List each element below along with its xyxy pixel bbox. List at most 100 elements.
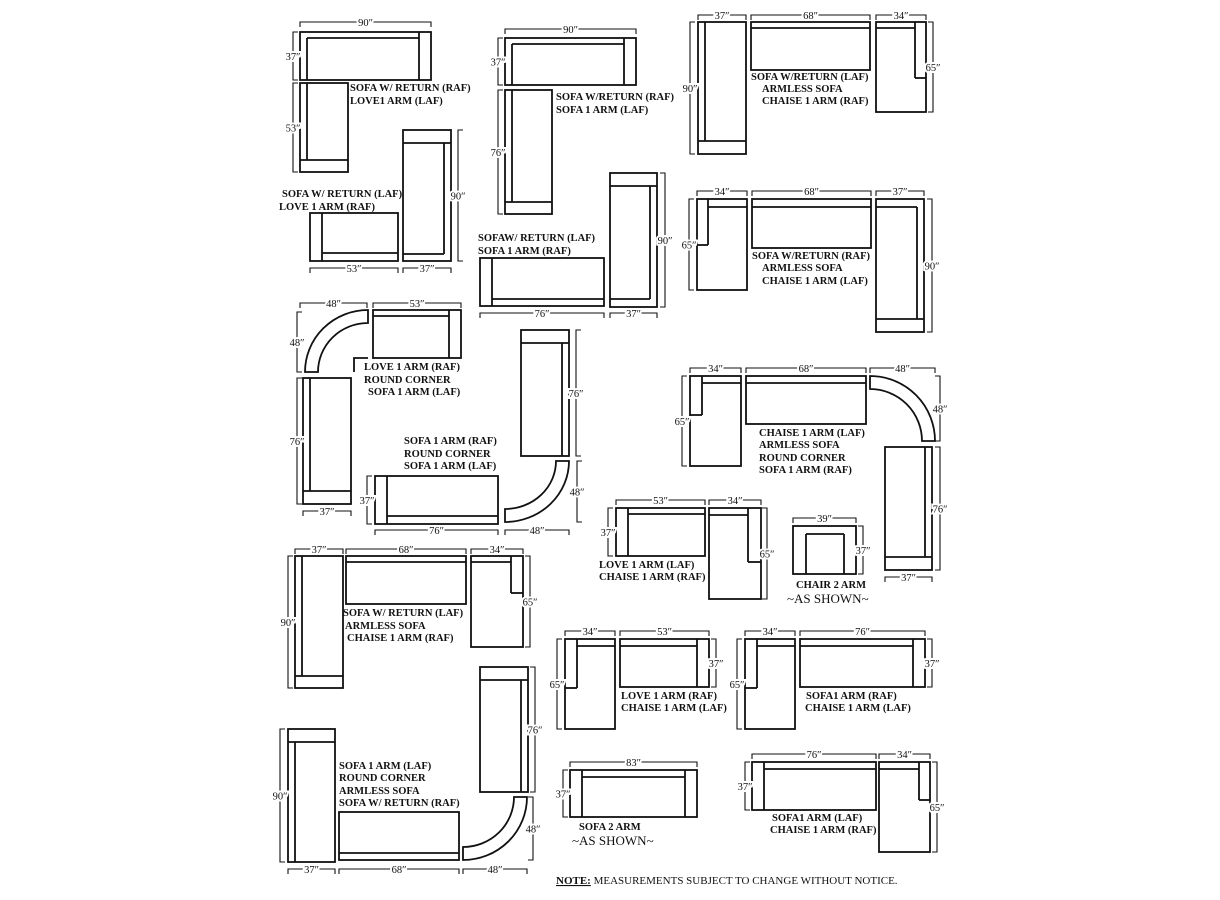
dimension-line: 76″ [489,89,507,215]
dimension-label: 68″ [392,865,407,876]
configuration-label: SOFAW/ RETURN (LAF) [478,233,596,244]
sofa-piece-outline [697,21,747,155]
dimension-label: 48″ [530,526,545,537]
dimension-bracket [708,499,762,505]
sofa-piece-outline [302,377,352,505]
dimension-line: 53″ [372,297,462,312]
dimension-line: 37″ [402,262,452,277]
dimension-bracket [309,267,399,273]
dimension-line: 76″ [567,329,585,457]
dimension-label: 37″ [320,507,335,518]
disclaimer-note: NOTE: MEASUREMENTS SUBJECT TO CHANGE WIT… [556,875,898,887]
dimension-label: 76″ [569,389,584,400]
sofa-piece-outline [875,21,927,113]
dimension-label: 37″ [360,496,375,507]
dimension-line: 90″ [299,16,432,31]
dimension-label: 37″ [901,573,916,584]
dimension-bracket [858,525,864,575]
sofa-piece-outline [479,257,605,307]
dimension-bracket [569,761,698,767]
configuration-label: SOFA W/ RETURN (LAF) [343,608,464,619]
configuration-return-armless-chaise-laf: 34″68″37″65″90″SOFA W/RETURN (RAF)ARMLES… [680,185,941,333]
dimension-label: 90″ [925,262,940,273]
dimension-label: 90″ [358,18,373,29]
dimension-bracket [504,529,570,535]
dimension-bracket [875,14,927,20]
dimension-bracket [762,507,768,600]
configuration-label: ROUND CORNER [404,449,491,460]
dimension-label: 53″ [653,496,668,507]
dimension-bracket [619,630,710,636]
dimension-label: 34″ [583,627,598,638]
dimension-line: 37″ [358,475,376,525]
dimension-bracket [575,329,581,457]
dimension-line: 48″ [299,297,368,312]
dimension-label: 37″ [715,11,730,22]
dimension-bracket [292,82,298,173]
dimension-bracket [504,28,637,34]
dimension-bracket [932,761,938,853]
dimension-bracket [750,14,871,20]
dimension-label: 37″ [893,187,908,198]
dimension-line: 68″ [751,185,872,200]
sofa-piece-outline [338,811,460,861]
configuration-label: LOVE 1 ARM (RAF) [279,202,375,213]
configuration-label: CHAISE 1 ARM (RAF) [762,96,869,107]
sofa-piece-outline [345,555,467,605]
configuration-label: LOVE 1 ARM (LAF) [599,560,695,571]
dimension-bracket [576,460,582,523]
dimension-label: 68″ [804,187,819,198]
dimension-bracket [372,302,462,308]
dimension-bracket [562,769,568,818]
dimension-bracket [296,377,302,505]
sofa-piece-outline [569,769,698,818]
dimension-bracket [299,21,432,27]
dimension-line: 68″ [338,863,460,878]
sofa-piece-outline [309,212,399,262]
dimension-bracket [564,630,616,636]
sofa-piece-outline [470,555,524,648]
dimension-line: 65″ [728,638,746,730]
dimension-label: 65″ [730,680,745,691]
configuration-label: CHAISE 1 ARM (LAF) [805,703,911,714]
sofa-piece-outline [479,666,529,793]
dimension-line: 53″ [284,82,302,173]
dimension-line: 65″ [924,21,942,113]
sofa-piece-outline [869,375,936,442]
sofa-piece-outline [792,525,857,575]
dimension-line: 68″ [750,9,871,24]
dimension-bracket [338,868,460,874]
configuration-return-armless-chaise-lower: 37″68″34″90″65″SOFA W/ RETURN (LAF)ARMLE… [279,543,539,689]
sofa-piece-outline [504,89,553,215]
dimension-line: 65″ [758,507,776,600]
configuration-label: SOFA W/RETURN (RAF) [556,92,675,103]
dimension-label: 53″ [286,124,301,135]
dimension-line: 37″ [884,571,933,586]
configuration-sofa-return-love-set: 90″37″53″90″53″37″SOFA W/ RETURN (RAF)LO… [279,16,471,277]
sofa-piece-outline [299,82,349,173]
configuration-round-corner-set: 48″53″48″76″37″76″48″48″37″76″LOVE 1 ARM… [288,297,587,539]
sofa-piece-outline [504,460,570,523]
configuration-label: SOFA W/RETURN (LAF) [751,72,869,83]
dimension-bracket [745,367,867,373]
dimension-bracket [402,267,452,273]
sofa-piece-outline [462,796,528,861]
dimension-label: 48″ [933,405,948,416]
dimension-bracket [681,375,687,467]
dimension-line: 76″ [751,748,877,763]
dimension-line: 34″ [708,494,762,509]
note-text: MEASUREMENTS SUBJECT TO CHANGE WITHOUT N… [591,875,898,887]
dimension-line: 37″ [302,505,352,520]
configuration-love-chaise-and-chair: 53″34″37″65″39″37″LOVE 1 ARM (LAF)CHAISE… [599,494,873,606]
dimension-label: 90″ [683,84,698,95]
configuration-label: SOFA 1 ARM (LAF) [556,105,649,116]
dimension-bracket [299,302,368,308]
dimension-bracket [345,548,467,554]
dimension-line: 90″ [271,728,289,863]
sofa-piece-outline [294,555,344,689]
configuration-label: SOFA 1 ARM (RAF) [759,465,852,476]
configuration-label: SOFA W/RETURN (RAF) [752,251,871,262]
dimension-bracket [528,796,534,861]
dimension-label: 34″ [763,627,778,638]
